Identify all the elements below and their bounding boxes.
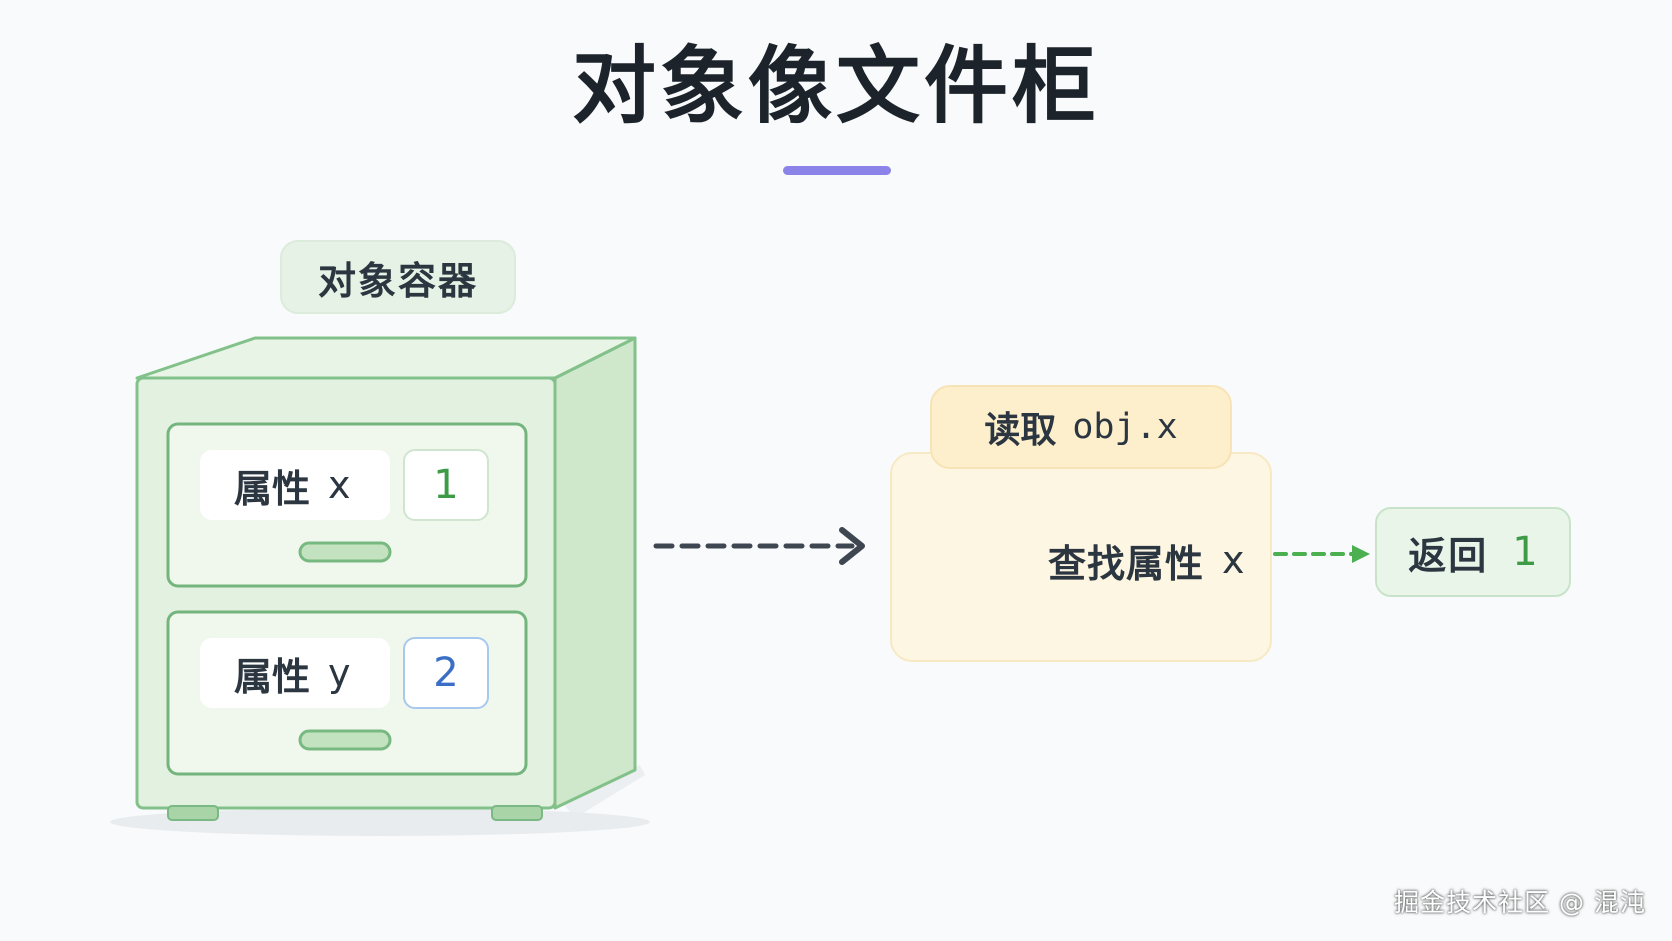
cabinet-shadow-side	[560, 765, 645, 818]
cabinet-side	[553, 336, 637, 810]
property-x-value: 1	[403, 449, 489, 521]
arrow-right-icon	[1273, 545, 1370, 563]
drawer-handle-icon	[298, 541, 392, 563]
property-y-value: 2	[403, 637, 489, 709]
file-cabinet-icon	[135, 336, 637, 821]
property-var-name: x	[328, 463, 351, 507]
object-container-label: 对象容器	[280, 240, 516, 314]
property-var-name: y	[328, 651, 351, 695]
title-underline	[783, 166, 891, 175]
read-step-label: 读取 obj.x	[930, 385, 1232, 469]
read-step-text: 读取	[984, 410, 1057, 451]
property-label-text: 属性	[234, 466, 311, 511]
lookup-var-name: x	[1222, 538, 1245, 582]
lookup-label: 查找属性 x	[1048, 532, 1245, 588]
property-y-label: 属性 y	[200, 638, 390, 708]
lookup-text: 查找属性	[1048, 541, 1205, 586]
lookup-panel	[890, 452, 1272, 662]
cabinet-foot-right	[491, 805, 543, 821]
property-x-label: 属性 x	[200, 450, 390, 520]
read-step-code: obj.x	[1072, 407, 1178, 447]
cabinet-top	[135, 336, 637, 380]
arrow-right-icon	[653, 527, 865, 565]
return-value: 1	[1512, 529, 1538, 575]
return-result: 返回 1	[1375, 507, 1571, 597]
cabinet-foot-left	[167, 805, 219, 821]
page-title: 对象像文件柜	[571, 37, 1100, 135]
drawer-handle-icon	[298, 729, 392, 751]
property-label-text: 属性	[234, 654, 311, 699]
watermark: 掘金技术社区 @ 混沌	[1394, 888, 1646, 917]
return-label: 返回	[1408, 533, 1489, 578]
